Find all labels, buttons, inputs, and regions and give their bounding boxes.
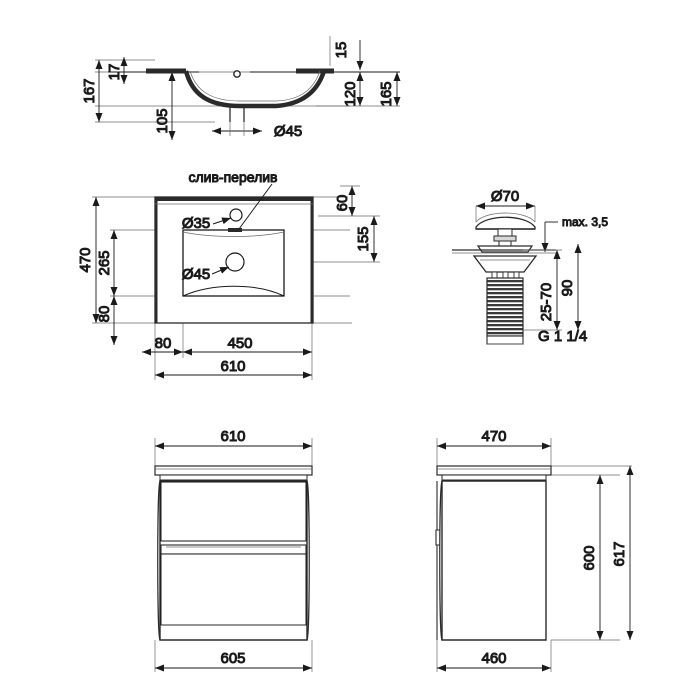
dim-label-617: 617 [611, 541, 628, 566]
dim-470-cabinet: 470 [437, 428, 551, 450]
dim-80-horizontal: 80 [142, 335, 183, 356]
dim-25-70: 25-70 [523, 249, 562, 331]
dim-90: 90 [559, 244, 582, 330]
dim-120: 120 [342, 72, 364, 107]
cabinet-side-handle-notch [435, 529, 440, 546]
dim-105: 105 [154, 72, 176, 140]
dim-label-460: 460 [481, 650, 506, 667]
drain-valve-detail-view: Ø70 max. 3,5 [452, 188, 609, 346]
dim-label-165: 165 [378, 81, 395, 106]
dim-60: 60 [334, 185, 360, 216]
valve-thread-body [486, 277, 524, 337]
dim-165: 165 [378, 72, 401, 107]
hole-35-icon [229, 208, 243, 222]
dim-610-cabinet: 610 [155, 428, 312, 450]
dim-label-610-cabinet: 610 [220, 428, 245, 445]
dim-label-15: 15 [333, 42, 350, 59]
note-max-35: max. 3,5 [541, 215, 609, 252]
washbasin-section-view: 167 17 105 15 120 165 [81, 36, 401, 141]
dim-label-470-cabinet: 470 [481, 428, 506, 445]
dim-label-80-horizontal: 80 [155, 335, 172, 352]
cabinet-drawer-upper [160, 481, 307, 542]
washbasin-front-view: Ø35 Ø45 слив-перелив 470 265 80 60 [77, 169, 380, 380]
cabinet-drawer-lower [160, 553, 307, 626]
dim-label-167: 167 [81, 78, 98, 103]
dim-o45-top: Ø45 [212, 122, 303, 141]
overflow-slot [228, 228, 242, 232]
note-label-max-35: max. 3,5 [562, 215, 608, 229]
dim-460: 460 [437, 650, 551, 672]
dim-167: 167 [81, 60, 103, 122]
dim-610-basin: 610 [155, 358, 312, 379]
dim-617: 617 [611, 466, 634, 640]
dim-265: 265 [96, 230, 118, 296]
dim-600: 600 [581, 475, 604, 640]
dim-label-105: 105 [154, 108, 171, 133]
note-label-thread: G 1 1/4 [538, 328, 587, 345]
dim-label-605: 605 [220, 650, 245, 667]
callout-label-overflow: слив-перелив [189, 169, 278, 185]
cabinet-side-view: 470 600 617 460 [435, 428, 634, 672]
cabinet-side-body [441, 480, 547, 641]
dim-label-o70: Ø70 [491, 188, 519, 205]
dim-470: 470 [77, 197, 100, 323]
dim-label-470: 470 [77, 247, 94, 272]
dim-label-80-vertical: 80 [96, 306, 113, 323]
faucet-hole-icon [233, 70, 241, 78]
dim-label-450: 450 [227, 335, 252, 352]
dim-label-610-basin: 610 [220, 358, 245, 375]
dim-15: 15 [333, 40, 364, 70]
dim-label-120: 120 [342, 81, 359, 106]
dim-450: 450 [183, 335, 312, 356]
dim-label-o45-top: Ø45 [274, 123, 302, 140]
dim-o70: Ø70 [475, 188, 536, 222]
dim-label-90: 90 [559, 280, 576, 297]
dim-80-vertical: 80 [96, 296, 118, 345]
cabinet-handle-groove [160, 544, 307, 555]
dim-label-60: 60 [334, 195, 351, 212]
dim-605: 605 [155, 650, 312, 672]
dim-label-155: 155 [355, 226, 372, 251]
callout-label-o35: Ø35 [182, 215, 210, 232]
dim-label-265: 265 [96, 250, 113, 275]
dim-label-25-70: 25-70 [538, 283, 555, 321]
cabinet-front-view: 610 605 [154, 428, 313, 672]
dim-label-600: 600 [581, 545, 598, 570]
callout-label-o45: Ø45 [182, 266, 210, 283]
hole-45-icon [225, 252, 245, 272]
dim-155: 155 [355, 215, 380, 263]
